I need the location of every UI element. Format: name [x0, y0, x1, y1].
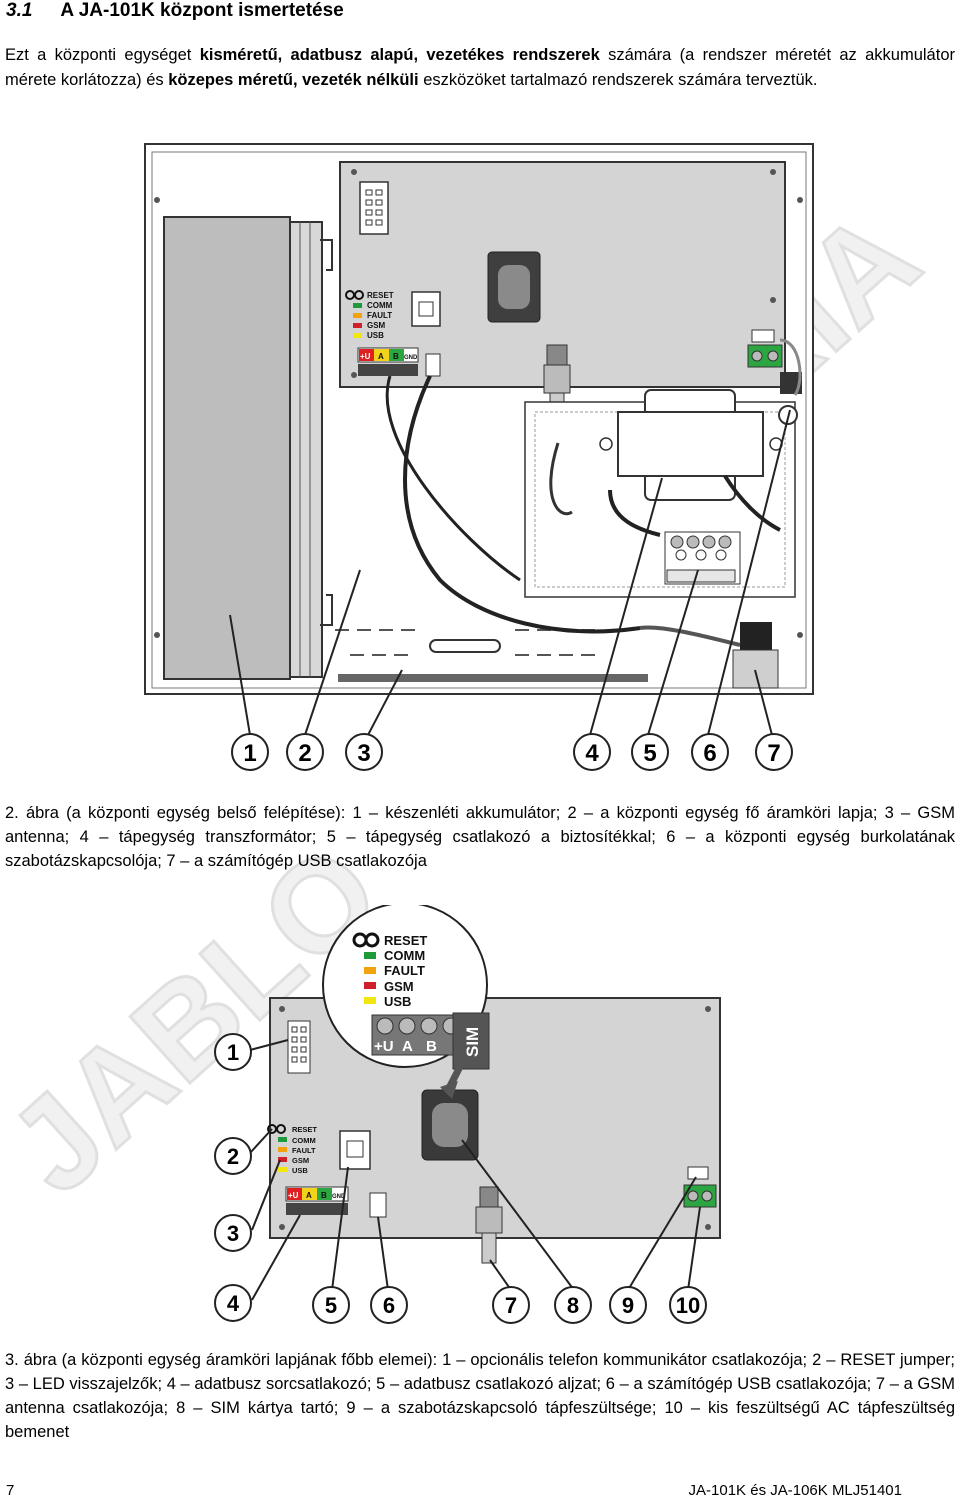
fig3-callout-4: 4 — [214, 1284, 252, 1322]
svg-text:+U: +U — [360, 352, 371, 361]
fig3-callout-2: 2 — [214, 1137, 252, 1175]
board-led-panel: RESET COMM FAULT GSM USB — [345, 290, 394, 340]
section-heading: 3.1 A JA-101K központ ismertetése — [6, 0, 344, 22]
svg-text:2: 2 — [298, 740, 311, 767]
fig3-callout-3: 3 — [214, 1214, 252, 1252]
svg-text:GND: GND — [332, 1194, 346, 1200]
svg-text:7: 7 — [505, 1293, 517, 1318]
svg-text:GSM: GSM — [384, 979, 414, 994]
svg-text:4: 4 — [227, 1291, 240, 1316]
svg-text:6: 6 — [703, 740, 716, 767]
svg-text:COMM: COMM — [292, 1136, 316, 1145]
svg-text:+U: +U — [288, 1191, 299, 1200]
svg-text:USB: USB — [292, 1166, 308, 1175]
svg-text:10: 10 — [676, 1293, 700, 1318]
section-number: 3.1 — [6, 0, 33, 21]
svg-text:9: 9 — [622, 1293, 634, 1318]
svg-text:1: 1 — [243, 740, 256, 767]
transformer — [599, 389, 783, 501]
svg-text:6: 6 — [383, 1293, 395, 1318]
callout-4: 4 — [573, 733, 611, 771]
intro-text-2: számára (a rendszer méretét az akkumulát… — [5, 46, 955, 89]
figure-2-caption: 2. ábra (a központi egység belső felépít… — [5, 804, 955, 870]
svg-text:A: A — [378, 352, 384, 361]
svg-text:4: 4 — [585, 740, 599, 767]
svg-text:5: 5 — [643, 740, 656, 767]
callout-1: 1 — [231, 733, 269, 771]
svg-text:3: 3 — [227, 1221, 239, 1246]
svg-text:FAULT: FAULT — [384, 963, 425, 978]
callout-6: 6 — [691, 733, 729, 771]
intro-text-3: eszközöket tartalmazó rendszerek számára… — [418, 71, 818, 89]
fig3-callout-8: 8 — [554, 1286, 592, 1324]
svg-text:2: 2 — [227, 1144, 239, 1169]
svg-text:A: A — [306, 1191, 312, 1200]
svg-text:3: 3 — [357, 740, 370, 767]
svg-text:COMM: COMM — [384, 948, 425, 963]
section-title: A JA-101K központ ismertetése — [60, 0, 344, 21]
svg-text:7: 7 — [767, 740, 780, 767]
board-led-panel-small: RESET COMM FAULT GSM USB — [267, 1124, 317, 1175]
intro-bold-2: közepes méretű, vezeték nélküli — [168, 71, 419, 89]
intro-paragraph: Ezt a központi egységet kisméretű, adatb… — [5, 43, 955, 93]
svg-text:B: B — [426, 1038, 437, 1055]
svg-text:5: 5 — [325, 1293, 337, 1318]
intro-bold-1: kisméretű, adatbusz alapú, vezetékes ren… — [199, 46, 600, 64]
svg-text:8: 8 — [567, 1293, 579, 1318]
svg-text:+U: +U — [374, 1038, 394, 1055]
svg-text:SIM: SIM — [463, 1027, 482, 1057]
svg-text:B: B — [321, 1191, 327, 1200]
svg-text:RESET: RESET — [292, 1125, 317, 1134]
fig3-callout-9: 9 — [609, 1286, 647, 1324]
svg-text:COMM: COMM — [367, 301, 393, 310]
svg-text:1: 1 — [227, 1040, 239, 1065]
fig3-callout-7: 7 — [492, 1286, 530, 1324]
callout-5: 5 — [631, 733, 669, 771]
svg-text:GSM: GSM — [292, 1156, 309, 1165]
svg-text:USB: USB — [367, 331, 384, 340]
footer-doc-id: JA-101K és JA-106K MLJ51401 — [688, 1482, 902, 1499]
figure-3-caption: 3. ábra (a központi egység áramköri lapj… — [5, 1351, 955, 1441]
fig3-callout-5: 5 — [312, 1286, 350, 1324]
fig3-callout-6: 6 — [370, 1286, 408, 1324]
footer-page-number: 7 — [6, 1482, 15, 1499]
svg-text:GSM: GSM — [367, 321, 386, 330]
svg-text:USB: USB — [384, 994, 411, 1009]
intro-text-1: Ezt a központi egységet — [5, 46, 200, 64]
svg-text:GND: GND — [404, 355, 418, 361]
fig3-callout-10: 10 — [669, 1286, 707, 1324]
svg-text:RESET: RESET — [367, 291, 394, 300]
callout-2: 2 — [286, 733, 324, 771]
svg-text:A: A — [402, 1038, 413, 1055]
svg-text:FAULT: FAULT — [292, 1146, 316, 1155]
fig3-callout-1: 1 — [214, 1033, 252, 1071]
callout-3: 3 — [345, 733, 383, 771]
svg-text:B: B — [393, 352, 399, 361]
callout-7: 7 — [755, 733, 793, 771]
svg-text:FAULT: FAULT — [367, 311, 392, 320]
battery — [163, 216, 333, 680]
svg-text:RESET: RESET — [384, 933, 427, 948]
